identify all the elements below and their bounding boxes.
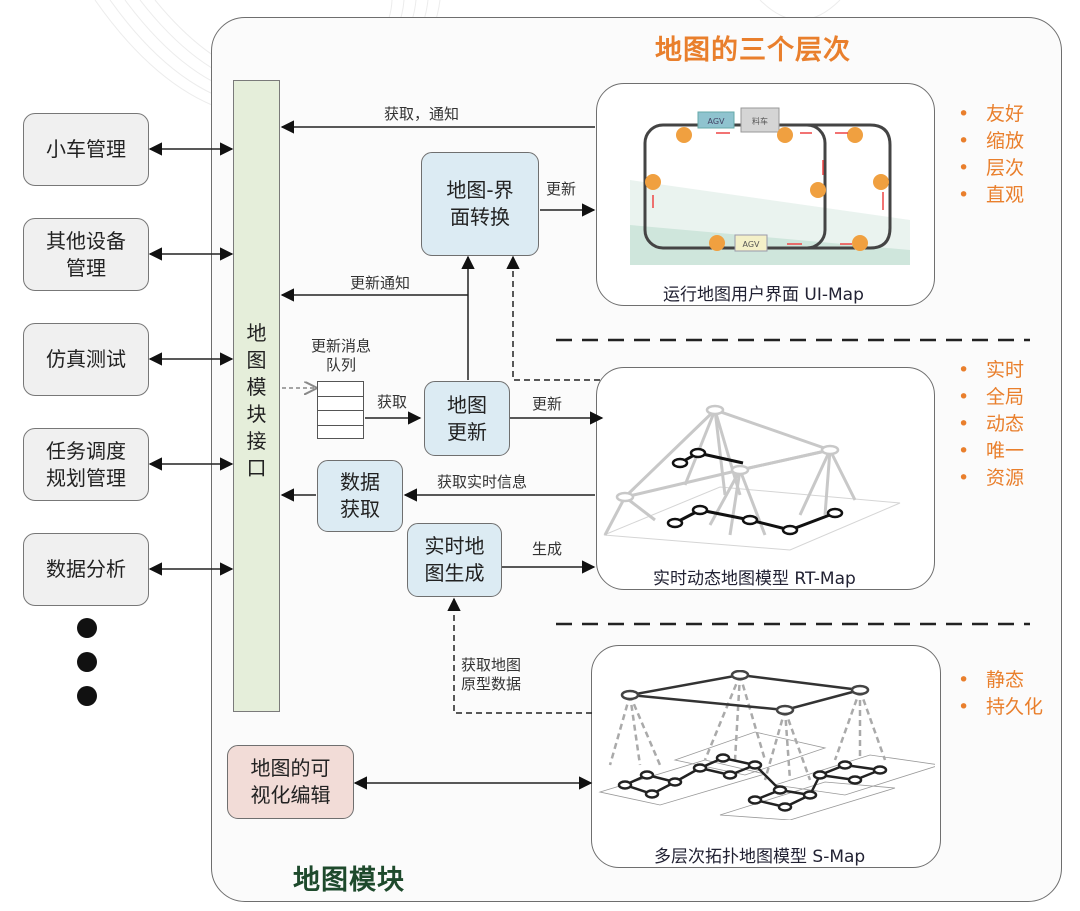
queue-label: 更新消息 队列: [310, 337, 371, 374]
process-map-ui-convert[interactable]: 地图-界 面转换: [421, 152, 539, 256]
process-visual-edit[interactable]: 地图的可 视化编辑: [227, 745, 354, 819]
rt-map-features: 实时 全局 动态 唯一 资源: [958, 357, 1024, 492]
process-data-fetch[interactable]: 数据 获取: [317, 460, 403, 532]
feature-item: 缩放: [958, 128, 1024, 155]
ui-map-illustration: AGV 料车 AGV: [630, 107, 910, 265]
edge-label-update-ui: 更新: [546, 180, 577, 198]
external-module-task-scheduling[interactable]: 任务调度 规划管理: [23, 428, 149, 501]
rt-map-panel[interactable]: [596, 367, 935, 590]
queue-slot: [318, 397, 363, 411]
rt-map-caption: 实时动态地图模型 RT-Map: [653, 569, 856, 589]
feature-item: 实时: [958, 357, 1024, 384]
queue-slot: [318, 426, 363, 441]
map-module-interface[interactable]: [233, 80, 280, 712]
s-map-illustration: [598, 670, 935, 820]
process-rt-map-generate[interactable]: 实时地 图生成: [407, 523, 502, 597]
s-map-features: 静态 持久化: [958, 667, 1043, 721]
edge-label-fetch-queue: 获取: [377, 393, 408, 411]
box-top-label: 料车: [752, 116, 768, 126]
feature-item: 友好: [958, 101, 1024, 128]
feature-item: 持久化: [958, 694, 1043, 721]
feature-item: 层次: [958, 155, 1024, 182]
edge-label-update-rt: 更新: [532, 395, 563, 413]
external-module-data-analysis[interactable]: 数据分析: [23, 533, 149, 606]
s-map-caption: 多层次拓扑地图模型 S-Map: [654, 847, 866, 867]
feature-item: 资源: [958, 465, 1024, 492]
ui-map-caption: 运行地图用户界面 UI-Map: [663, 285, 864, 305]
agv-top-label: AGV: [707, 117, 725, 126]
more-dot-icon: [77, 652, 97, 672]
feature-item: 唯一: [958, 438, 1024, 465]
external-module-vehicle-management[interactable]: 小车管理: [23, 113, 149, 186]
more-dot-icon: [77, 618, 97, 638]
rt-map-illustration: [603, 404, 901, 551]
three-layers-title: 地图的三个层次: [655, 35, 851, 66]
queue-slot: [318, 411, 363, 426]
feature-item: 直观: [958, 182, 1024, 209]
map-module-title: 地图模块: [293, 865, 405, 896]
agv-bottom-label: AGV: [742, 240, 760, 249]
more-dot-icon: [77, 686, 97, 706]
edge-label-fetch-realtime: 获取实时信息: [437, 473, 528, 491]
edge-rt-to-convert-dashed: [506, 255, 600, 381]
external-module-simulation-testing[interactable]: 仿真测试: [23, 323, 149, 396]
feature-item: 静态: [958, 667, 1043, 694]
edge-label-update-notify: 更新通知: [350, 274, 411, 292]
process-map-update[interactable]: 地图 更新: [424, 381, 510, 456]
external-module-other-device-management[interactable]: 其他设备 管理: [23, 218, 149, 291]
feature-item: 动态: [958, 411, 1024, 438]
feature-item: 全局: [958, 384, 1024, 411]
edge-label-fetch-notify: 获取，通知: [384, 105, 460, 123]
edge-label-generate: 生成: [532, 540, 563, 558]
edge-label-fetch-prototype: 获取地图 原型数据: [461, 656, 522, 693]
ui-map-features: 友好 缩放 层次 直观: [958, 101, 1024, 209]
queue-slot: [318, 382, 363, 397]
map-module-interface-label: 地 图 模 块 接 口: [246, 321, 267, 480]
edge-fetch-prototype-dashed: [447, 597, 592, 714]
update-message-queue[interactable]: [317, 381, 364, 439]
